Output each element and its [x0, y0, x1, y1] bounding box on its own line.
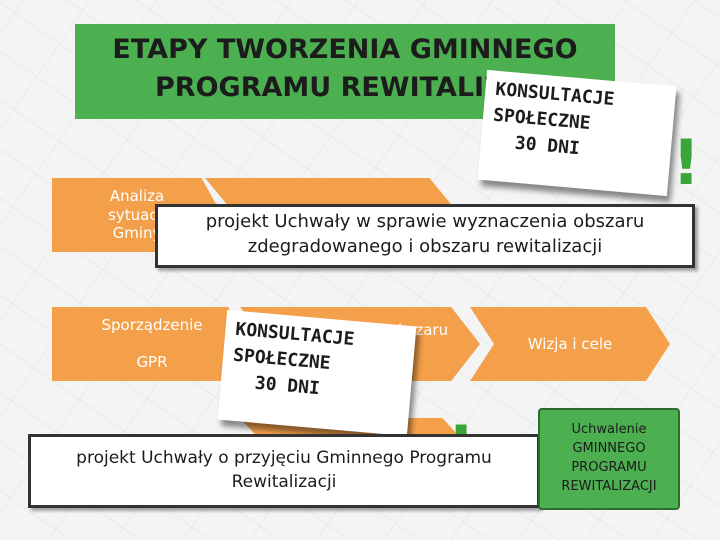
title-line-1: ETAPY TWORZENIA GMINNEGO: [112, 34, 578, 65]
exclamation-icon: !: [672, 126, 701, 199]
chevron-label: Gminy: [112, 224, 162, 243]
final-adoption-box: Uchwalenie GMINNEGO PROGRAMU REWITALIZAC…: [538, 408, 680, 510]
final-box-line: Uchwalenie: [571, 422, 647, 438]
consultation-card-mid: KONSULTACJE SPOŁECZNE 30 DNI: [217, 309, 417, 437]
final-box-line: PROGRAMU: [571, 460, 647, 475]
chevron-label: Analiza sytuacji: [108, 186, 166, 224]
chevron-label: Sporządzenie: [101, 315, 203, 334]
chevron-label: GPR: [136, 353, 168, 372]
note-line: projekt Uchwały o przyjęciu Gminnego Pro…: [76, 448, 492, 468]
final-box-line: GMINNEGO: [572, 441, 646, 457]
chevron-label: Wizja i cele: [527, 334, 613, 353]
note-line: projekt Uchwały w sprawie wyznaczenia ob…: [205, 211, 645, 232]
final-box-line: REWITALIZACJI: [561, 478, 657, 494]
note-program-adoption: projekt Uchwały o przyjęciu Gminnego Pro…: [28, 434, 540, 508]
note-resolution-area: projekt Uchwały w sprawie wyznaczenia ob…: [155, 204, 695, 268]
note-line: Rewitalizacji: [231, 471, 337, 492]
chevron-vision: Wizja i cele: [470, 307, 670, 381]
note-line: zdegradowanego i obszaru rewitalizacji: [247, 236, 603, 258]
consultation-card-top: KONSULTACJE SPOŁECZNE 30 DNI: [477, 69, 677, 197]
